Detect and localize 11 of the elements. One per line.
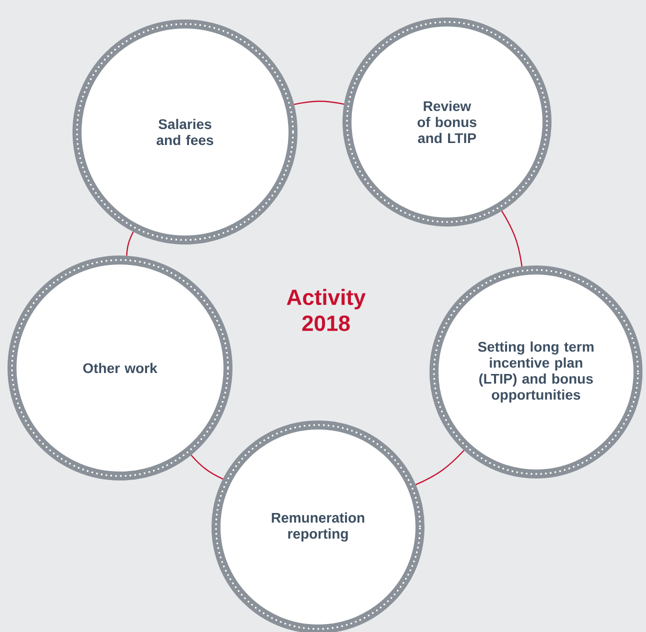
circle-node: Setting long term incentive plan (LTIP) and bonus opportunities (430, 266, 642, 478)
connector-arc (190, 454, 224, 480)
circle-node: Salaries and fees (72, 20, 298, 244)
connector-arc (126, 232, 134, 256)
connector-arc (415, 450, 464, 486)
circle-node: Remuneration reporting (212, 420, 424, 632)
connector-arc (501, 210, 523, 267)
connector-arc (294, 100, 344, 106)
circle-node: Other work (8, 256, 232, 480)
circle-node: Review of bonus and LTIP (342, 18, 552, 226)
center-title: Activity 2018 (286, 288, 366, 332)
